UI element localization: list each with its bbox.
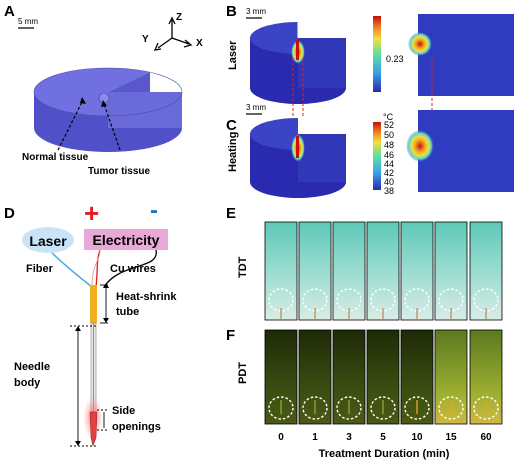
tdt-photo — [366, 221, 400, 321]
heating-crosssection — [418, 110, 514, 192]
tdt-photo — [469, 221, 503, 321]
axes-icon — [153, 16, 193, 51]
pdt-row-label: PDT — [237, 362, 249, 384]
panel-b-label: B — [226, 3, 237, 20]
pdt-photo — [298, 329, 332, 425]
tdt-photo — [400, 221, 434, 321]
axis-y: Y — [142, 34, 149, 45]
cb-tick: 42 — [384, 168, 394, 178]
colorbar-c — [373, 122, 381, 190]
openings-label: openings — [112, 421, 161, 433]
black-wire — [103, 249, 157, 288]
pdt-photo — [366, 329, 400, 425]
tissue-model — [33, 67, 183, 152]
panel-d-label: D — [4, 205, 15, 222]
body-label: body — [14, 377, 41, 389]
normal-arrow — [57, 99, 84, 151]
tdt-photo — [332, 221, 366, 321]
cb-tick: 44 — [384, 159, 394, 169]
pdt-photo — [469, 329, 503, 425]
axis-z: Z — [176, 12, 182, 23]
heating-model — [250, 118, 346, 198]
x-tick: 3 — [346, 432, 352, 443]
scale-text-a: 5 mm — [18, 17, 38, 26]
cb-tick: 48 — [384, 140, 394, 150]
tumor-arrow — [103, 103, 121, 151]
tube-label: tube — [116, 306, 139, 318]
panel-c-label: C — [226, 117, 237, 134]
pdt-photo — [434, 329, 468, 425]
tdt-photo — [264, 221, 298, 321]
fiber-line — [51, 252, 93, 288]
laser-row-label: Laser — [227, 40, 239, 70]
tdt-photo — [434, 221, 468, 321]
connector-lines — [292, 58, 433, 134]
pdt-photo — [332, 329, 366, 425]
scale-text-c: 3 mm — [246, 103, 266, 112]
heat-shrink-label: Heat-shrink — [116, 291, 177, 303]
tumor-tissue-label: Tumor tissue — [88, 166, 150, 177]
scale-text-b: 3 mm — [246, 7, 266, 16]
tdt-photo — [298, 221, 332, 321]
pdt-images — [264, 329, 503, 425]
colorbar-c-ticks: 52 50 48 46 44 42 40 38 — [384, 120, 394, 196]
cb-tick: 46 — [384, 150, 394, 160]
colorbar-unit: °C — [383, 112, 394, 122]
electricity-box — [84, 229, 168, 250]
x-tick: 0 — [278, 432, 284, 443]
pdt-photo — [400, 329, 434, 425]
x-tick: 15 — [445, 432, 457, 443]
heat-shrink-tube — [90, 285, 97, 323]
minus-sign: - — [150, 197, 158, 224]
cb-tick: 38 — [384, 186, 394, 196]
x-ticks: 0 1 3 5 10 15 60 — [278, 432, 492, 443]
laser-model — [250, 22, 346, 104]
axis-x: X — [196, 38, 203, 49]
cb-tick: 52 — [384, 120, 394, 130]
electricity-label: Electricity — [93, 232, 160, 248]
heating-row-label: Heating — [227, 132, 239, 172]
tdt-images — [264, 221, 503, 321]
cb-tick: 40 — [384, 177, 394, 187]
tdt-row-label: TDT — [237, 256, 249, 278]
x-tick: 1 — [312, 432, 318, 443]
colorbar-b-tick: 0.23 — [386, 54, 404, 64]
red-wire — [95, 249, 101, 288]
fiber-label: Fiber — [26, 263, 54, 275]
needle-label: Needle — [14, 361, 50, 373]
colorbar-b — [373, 16, 381, 92]
normal-tissue-label: Normal tissue — [22, 152, 89, 163]
panel-e-label: E — [226, 205, 236, 222]
needle-tip — [89, 411, 98, 447]
side-label: Side — [112, 405, 135, 417]
cb-tick: 50 — [384, 130, 394, 140]
x-tick: 60 — [480, 432, 492, 443]
panel-f-label: F — [226, 327, 235, 344]
x-axis-title: Treatment Duration (min) — [319, 448, 450, 460]
x-tick: 5 — [380, 432, 386, 443]
laser-label: Laser — [29, 233, 67, 249]
x-tick: 10 — [411, 432, 423, 443]
pdt-photo — [264, 329, 298, 425]
laser-crosssection — [418, 14, 514, 96]
laser-bubble — [22, 227, 74, 253]
panel-a-label: A — [4, 3, 15, 20]
cu-wires-label: Cu wires — [110, 263, 156, 275]
plus-sign: + — [84, 198, 99, 228]
